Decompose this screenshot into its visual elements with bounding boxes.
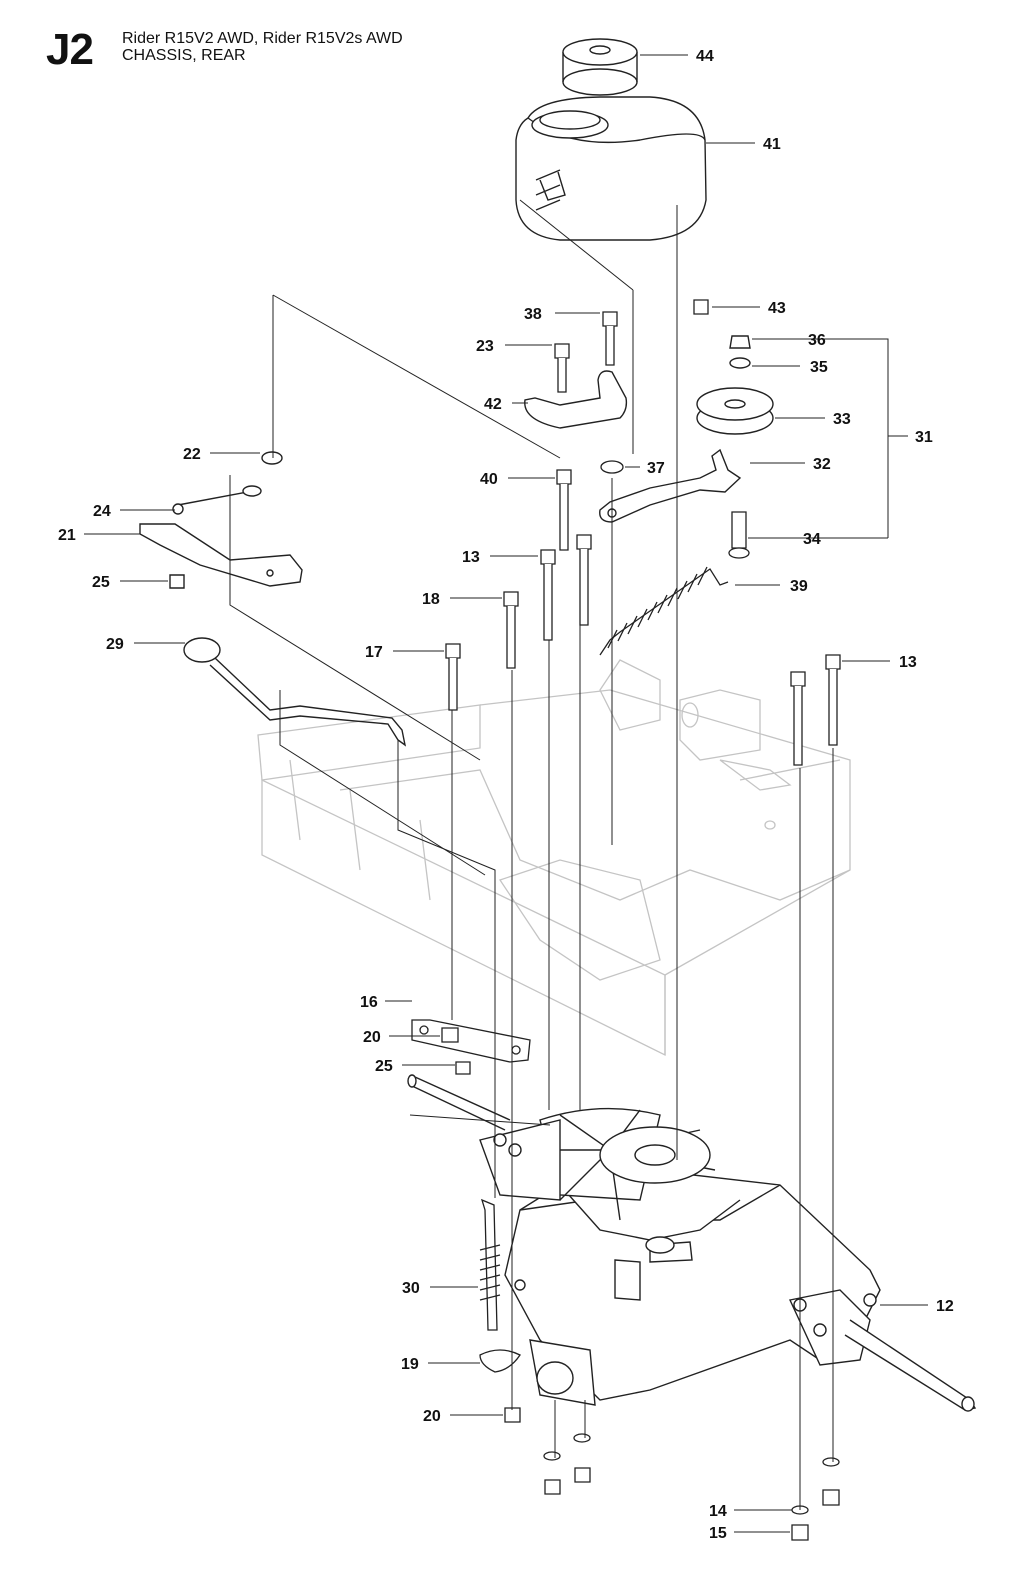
callout-42: 42 <box>484 396 502 413</box>
callout-labels: 44 41 43 38 23 36 35 42 33 31 22 37 32 4… <box>58 48 954 1542</box>
callout-13b: 13 <box>899 654 917 671</box>
callout-38: 38 <box>524 306 542 323</box>
callout-18: 18 <box>422 591 440 608</box>
callout-43: 43 <box>768 300 786 317</box>
guide-lines <box>229 199 834 1510</box>
bolts <box>445 299 841 766</box>
fuel-tank <box>515 96 707 241</box>
callout-14: 14 <box>709 1503 727 1520</box>
callout-12: 12 <box>936 1298 954 1315</box>
callout-22: 22 <box>183 446 201 463</box>
callout-15: 15 <box>709 1525 727 1542</box>
callout-29: 29 <box>106 636 124 653</box>
callout-30: 30 <box>402 1280 420 1297</box>
hardware-lower <box>411 1019 840 1541</box>
callout-25a: 25 <box>92 574 110 591</box>
callout-23: 23 <box>476 338 494 355</box>
callout-19: 19 <box>401 1356 419 1373</box>
callout-34: 34 <box>803 531 821 548</box>
callout-41: 41 <box>763 136 781 153</box>
section-title: CHASSIS, REAR <box>122 47 246 64</box>
callout-17: 17 <box>365 644 383 661</box>
callout-35: 35 <box>810 359 828 376</box>
speed-control-rod <box>183 637 407 747</box>
callout-32: 32 <box>813 456 831 473</box>
callout-44: 44 <box>696 48 714 65</box>
callout-40: 40 <box>480 471 498 488</box>
callout-39: 39 <box>790 578 808 595</box>
callout-36: 36 <box>808 332 826 349</box>
callout-16: 16 <box>360 994 378 1011</box>
callout-33: 33 <box>833 411 851 428</box>
section-code: J2 <box>46 25 94 74</box>
callout-24: 24 <box>93 503 111 520</box>
callout-31: 31 <box>915 429 933 446</box>
callout-20b: 20 <box>423 1408 441 1425</box>
fuel-cap <box>562 38 638 96</box>
bracket-42 <box>524 370 628 429</box>
chassis-frame <box>257 659 851 1057</box>
model-title: Rider R15V2 AWD, Rider R15V2s AWD <box>122 30 403 47</box>
brake-rod-assembly <box>139 451 303 589</box>
leader-lines <box>84 54 928 1533</box>
callout-13a: 13 <box>462 549 480 566</box>
callout-37: 37 <box>647 460 665 477</box>
idler-pulley <box>696 335 774 435</box>
callout-25b: 25 <box>375 1058 393 1075</box>
callout-20a: 20 <box>363 1029 381 1046</box>
spring-39 <box>599 566 729 656</box>
idler-arm <box>599 448 742 523</box>
transmission <box>407 1074 977 1412</box>
callout-21: 21 <box>58 527 76 544</box>
